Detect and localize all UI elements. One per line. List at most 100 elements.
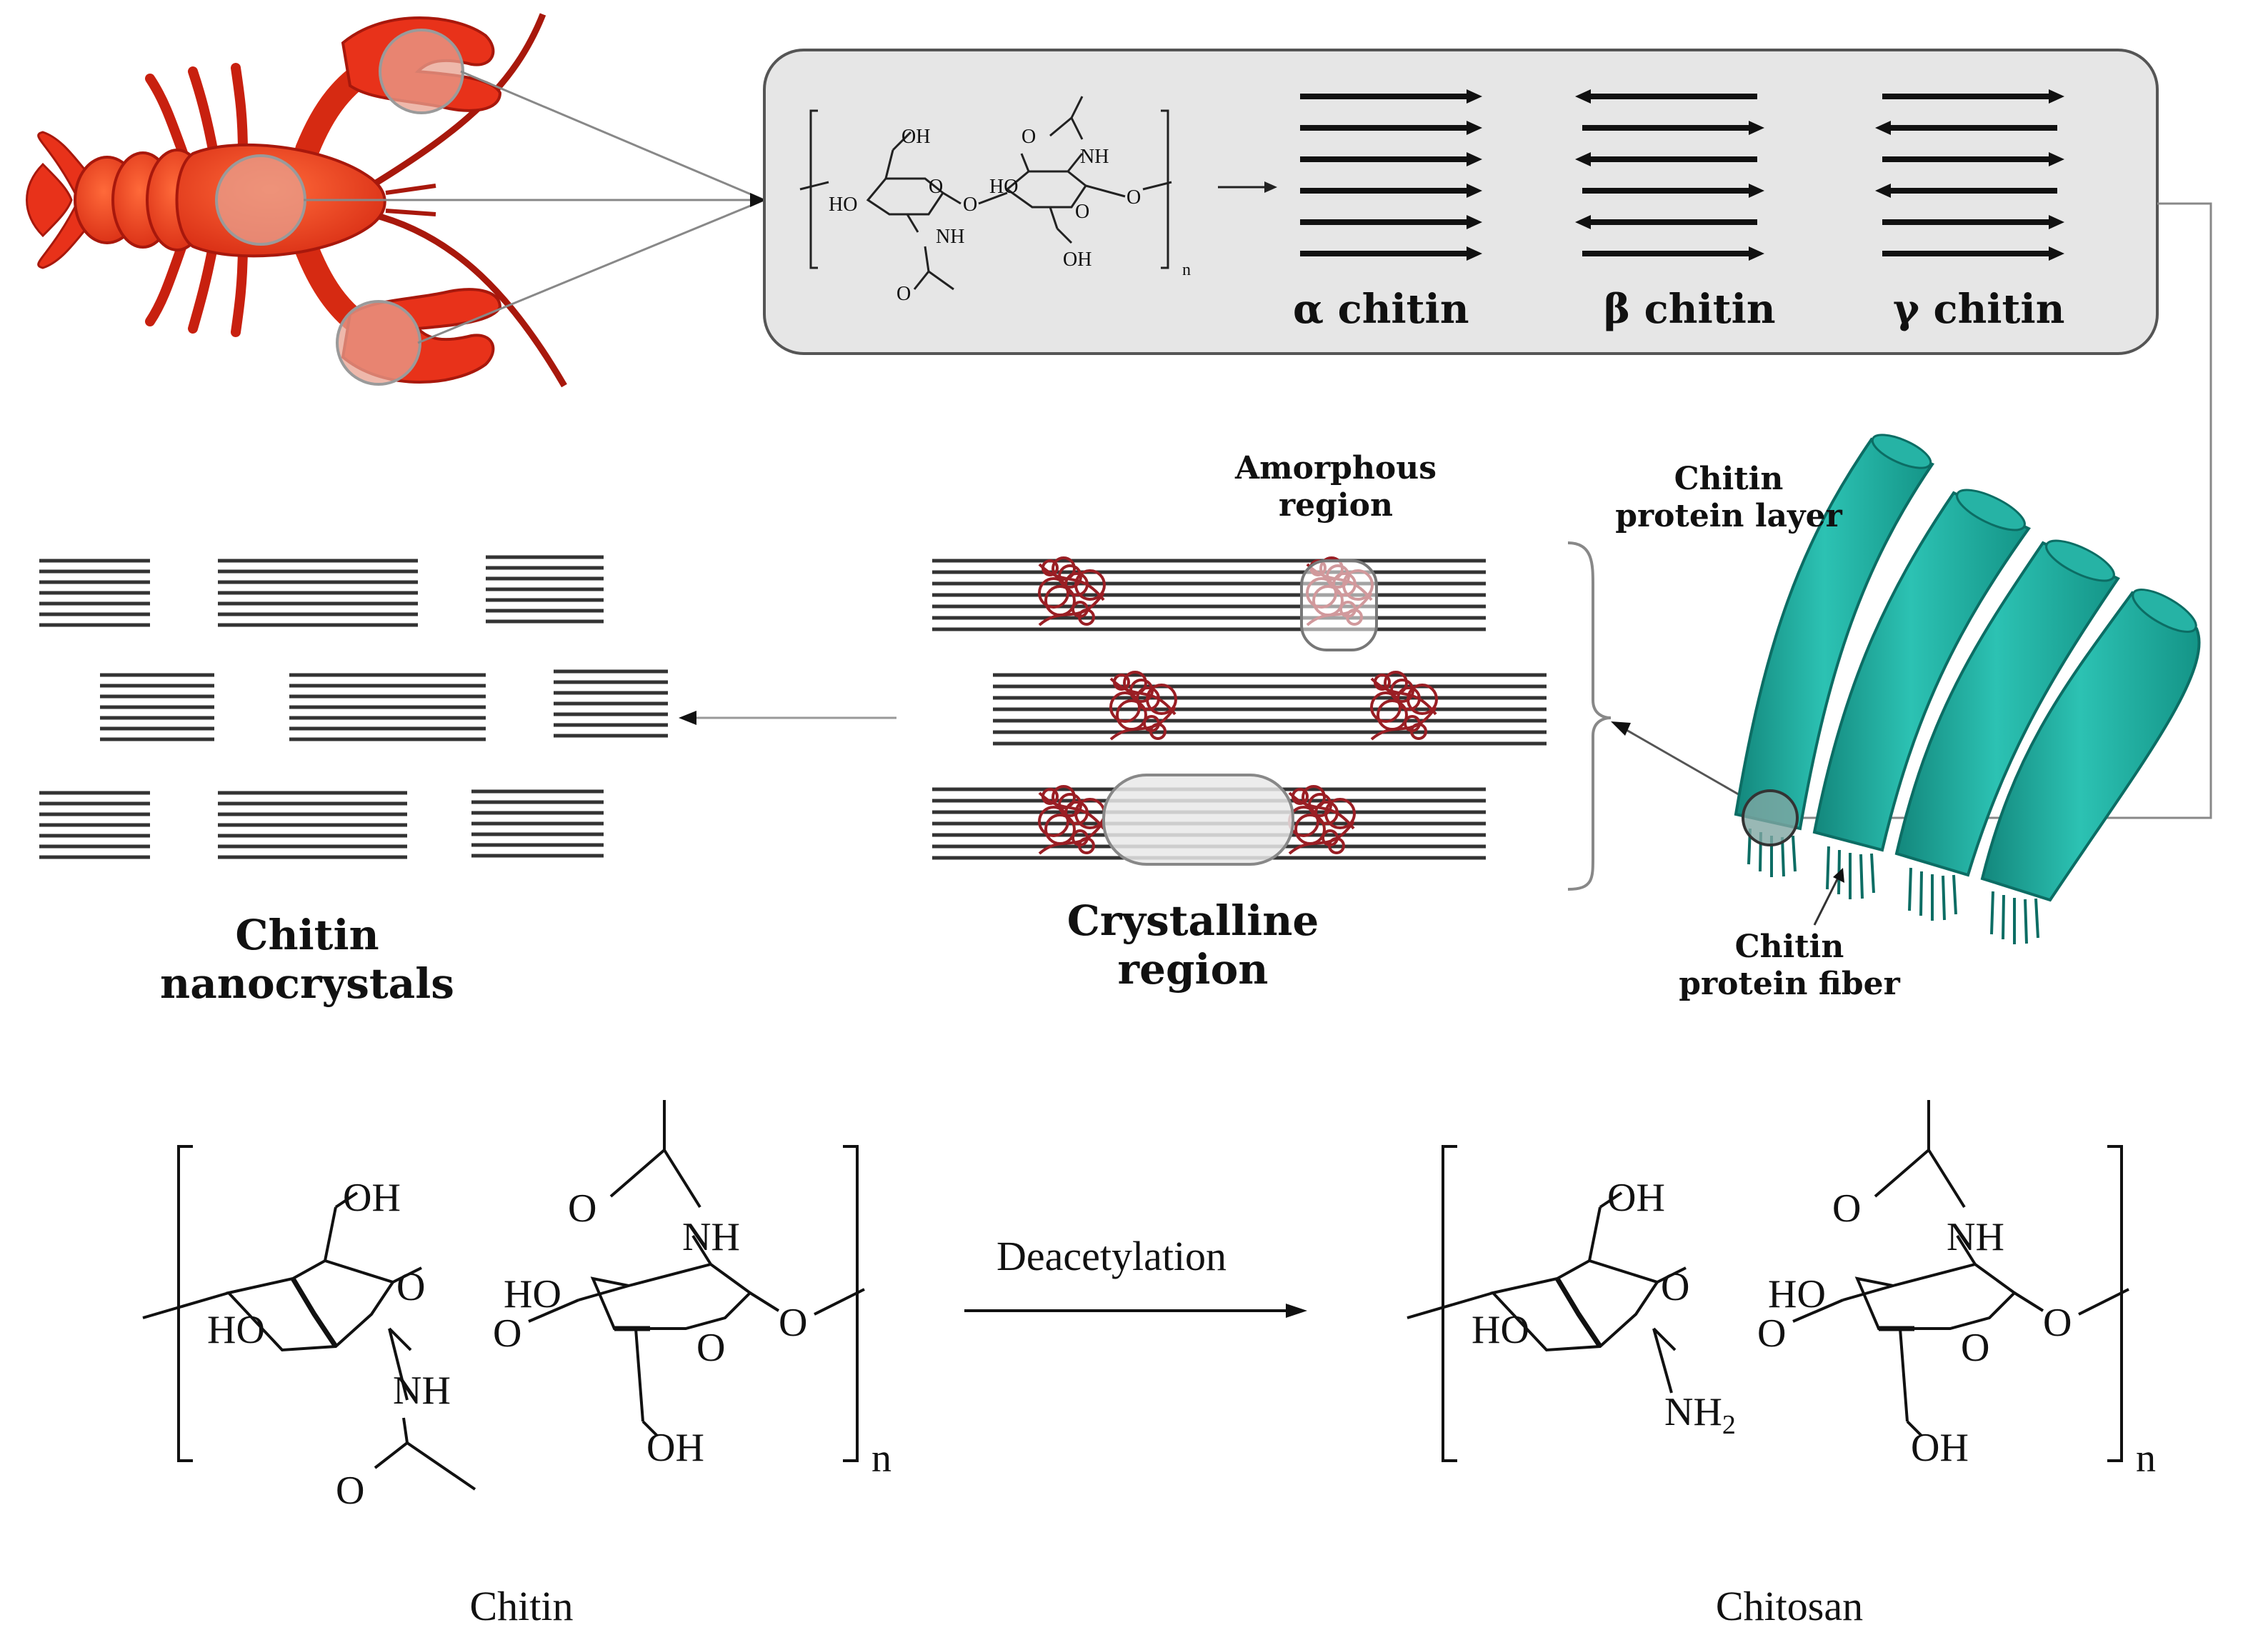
fiber-line-2: protein fiber xyxy=(1679,965,1900,1002)
chitosan-name-label: Chitosan xyxy=(1715,1583,1864,1629)
polymorph-chain-head xyxy=(2049,89,2064,104)
chitin-protein-fiber-label: Chitin protein fiber xyxy=(1679,929,1900,1003)
amorphous-region-label: Amorphous region xyxy=(1235,450,1437,524)
knot-loop xyxy=(1294,814,1326,845)
nanocrystal-block xyxy=(218,559,418,627)
small-ho-mid: HO xyxy=(989,176,1018,198)
nanocrystal-block xyxy=(39,791,150,859)
nanocrystal-block xyxy=(39,559,150,627)
amorphous-line-2: region xyxy=(1279,486,1393,524)
chitosan-nh-top: NH xyxy=(1947,1215,2004,1259)
polymorph-chain-head xyxy=(1749,246,1764,261)
chitosan-nh2: NH2 xyxy=(1664,1390,1736,1440)
knot-strand xyxy=(1370,706,1437,741)
knot-loop xyxy=(1038,577,1069,609)
chitin-large-structure xyxy=(142,1100,865,1491)
nanocrystal-blocks xyxy=(39,555,668,859)
zoom-arrowhead xyxy=(750,193,766,207)
chitosan-ho-left: HO xyxy=(1472,1308,1529,1352)
alpha-arrow-stack xyxy=(1300,89,1482,261)
layer-line-2: protein layer xyxy=(1615,497,1842,534)
crystalline-capsule xyxy=(1102,774,1294,866)
amorphous-knot xyxy=(1038,556,1106,626)
knot-strand xyxy=(1288,791,1355,830)
lobster-illustration xyxy=(26,13,567,388)
chitosan-n-subscript: n xyxy=(2136,1436,2156,1481)
polymorph-chain-head xyxy=(2049,215,2064,229)
alpha-chitin-label: α chitin xyxy=(1293,286,1469,333)
chitosan-o-ring-right: O xyxy=(1961,1326,1989,1370)
beta-chitin-label: β chitin xyxy=(1604,286,1776,333)
crystalline-line-2: region xyxy=(1117,945,1269,994)
small-o-carbonyl-bottom: O xyxy=(896,283,911,305)
polymorph-chain-head xyxy=(1575,215,1591,229)
chitosan-o-end: O xyxy=(2043,1301,2072,1345)
chitosan-oh-top: OH xyxy=(1607,1176,1665,1220)
small-oh-bottom: OH xyxy=(1063,249,1091,271)
nanocrystal-block xyxy=(289,673,486,741)
amorphous-knot xyxy=(1288,785,1356,855)
chitosan-oh-bottom: OH xyxy=(1911,1426,1969,1470)
small-o-end: O xyxy=(1126,186,1141,209)
crystalline-line-1: Crystalline xyxy=(1066,896,1319,945)
chitin-nh-bottom: NH xyxy=(393,1369,451,1413)
chitosan-large-structure xyxy=(1407,1100,2129,1462)
amorphous-knot xyxy=(1370,671,1438,741)
crystalline-region-label: Crystalline region xyxy=(1067,896,1319,994)
small-o-left-ring: O xyxy=(929,176,943,198)
small-oh-top: OH xyxy=(901,126,930,148)
nanocrystal-block xyxy=(100,673,214,741)
deacetylation-label: Deacetylation xyxy=(996,1233,1227,1279)
chitin-oh-bottom: OH xyxy=(646,1426,704,1470)
chitin-protein-layer-label: Chitin protein layer xyxy=(1615,461,1842,535)
chitin-o-carbonyl-bottom: O xyxy=(336,1469,364,1513)
knot-strand xyxy=(1038,791,1105,830)
chitin-nanocrystals-label: Chitin nanocrystals xyxy=(160,911,454,1009)
chitin-o-carbonyl-top: O xyxy=(568,1186,596,1231)
amorphous-knot xyxy=(1109,671,1177,741)
panel-connector-line xyxy=(1779,202,2212,819)
polymorph-chain-head xyxy=(1467,215,1482,229)
gamma-chitin-label: γ chitin xyxy=(1893,286,2065,333)
chitosan-o-bridge: O xyxy=(1757,1311,1786,1356)
zoom-lines xyxy=(304,70,765,344)
brace-arrowhead xyxy=(1611,721,1631,736)
knot-loop xyxy=(1324,798,1356,829)
chitosan-o-ring-left: O xyxy=(1661,1265,1689,1309)
knot-loop xyxy=(1370,691,1402,723)
chitin-nh-top: NH xyxy=(682,1215,740,1259)
chitin-ho-mid: HO xyxy=(504,1272,561,1316)
polymorph-chain-head xyxy=(1575,152,1591,166)
amorphous-line-1: Amorphous xyxy=(1234,450,1437,486)
fibril-brace xyxy=(1567,541,1612,891)
chitin-o-ring-left: O xyxy=(396,1265,425,1309)
polymorph-arrow-stacks xyxy=(1300,89,2064,261)
nanocrystals-line-1: Chitin xyxy=(235,911,379,959)
polymorph-chain-head xyxy=(1467,246,1482,261)
knot-loop xyxy=(1038,806,1069,837)
polymorph-chain-head xyxy=(1875,121,1891,135)
knot-strand xyxy=(1038,563,1105,601)
fibril-bundle xyxy=(993,671,1547,746)
beta-arrow-stack xyxy=(1575,89,1764,261)
chitin-n-subscript: n xyxy=(871,1436,891,1481)
small-chitin-structure xyxy=(799,96,1172,291)
small-nh-top: NH xyxy=(1080,146,1109,168)
crystalline-fibrils xyxy=(932,556,1547,860)
chitin-ho-left: HO xyxy=(207,1308,265,1352)
fiber-line-1: Chitin xyxy=(1734,929,1844,965)
amorphous-capsule-top xyxy=(1300,559,1378,651)
chitin-large-labels: OH HO O NH O O HO O NH O OH O n xyxy=(207,1176,891,1513)
nanocrystals-line-2: nanocrystals xyxy=(160,959,454,1009)
knot-strand xyxy=(1370,677,1437,716)
small-structure-labels: OH HO O NH O O HO O NH O OH O n xyxy=(829,126,1191,305)
chitin-o-bridge: O xyxy=(493,1311,521,1356)
deacetylation-arrowhead xyxy=(1286,1304,1307,1318)
knot-strand xyxy=(1109,677,1177,716)
fiber-to-brace-arrow xyxy=(1621,726,1762,809)
knot-loop xyxy=(1109,691,1141,723)
polymorph-chain-head xyxy=(1467,184,1482,198)
knot-loop xyxy=(1044,814,1076,845)
